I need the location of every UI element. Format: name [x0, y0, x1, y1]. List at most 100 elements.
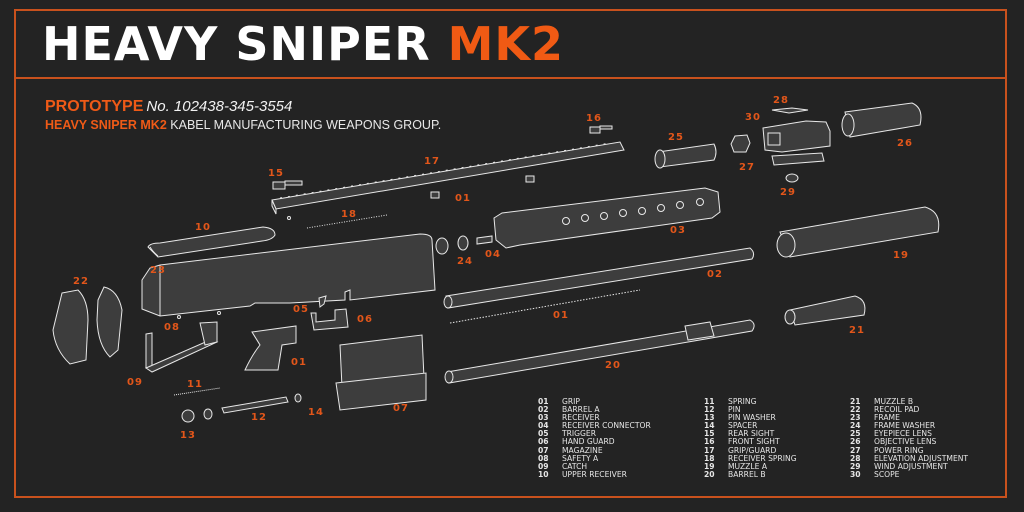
part-recoil-pad	[96, 286, 123, 358]
part-receiver	[493, 187, 721, 249]
part-pin	[221, 396, 289, 414]
part-scope	[762, 120, 831, 153]
outer-border	[14, 9, 1007, 498]
part-front-sight	[589, 125, 613, 134]
part-hand-guard	[310, 308, 349, 331]
header-divider	[14, 77, 1007, 79]
part-receiver-spring	[306, 214, 388, 229]
callout-17: 17	[424, 156, 440, 167]
part-frame-washer	[457, 235, 469, 251]
callout-29: 29	[780, 187, 796, 198]
subtitle-rest: KABEL MANUFACTURING WEAPONS GROUP.	[170, 118, 442, 132]
part-barrel-a	[443, 247, 755, 309]
callout-08: 08	[164, 322, 180, 333]
subtitle-line: HEAVY SNIPER MK2 KABEL MANUFACTURING WEA…	[45, 117, 441, 133]
callout-22: 22	[73, 276, 89, 287]
part-objective-lens	[841, 102, 922, 138]
part-upper-receiver	[147, 226, 276, 258]
part-receiver-connector	[476, 235, 493, 245]
callout-24: 24	[457, 256, 473, 267]
part-spring	[449, 289, 641, 324]
part-dot	[287, 216, 291, 220]
part-rear-sight	[272, 180, 303, 190]
part-trigger	[318, 295, 327, 308]
callout-10: 10	[195, 222, 211, 233]
callout-01-small: 01	[455, 193, 471, 204]
callout-20: 20	[605, 360, 621, 371]
callout-16: 16	[586, 113, 602, 124]
callout-12: 12	[251, 412, 267, 423]
callout-09: 09	[127, 377, 143, 388]
page-title: HEAVY SNIPER MK2	[42, 18, 564, 70]
callout-15: 15	[268, 168, 284, 179]
part-small-block	[430, 191, 440, 199]
callout-04: 04	[485, 249, 501, 260]
callout-25: 25	[668, 132, 684, 143]
subtitle-accent: HEAVY SNIPER MK2	[45, 118, 167, 132]
callout-13: 13	[180, 430, 196, 441]
part-pin-washer	[181, 409, 195, 423]
callout-01-spring: 01	[553, 310, 569, 321]
part-spacer	[294, 393, 302, 403]
part-frame-washer	[435, 237, 449, 255]
callout-18: 18	[341, 209, 357, 220]
title-accent: MK2	[447, 17, 565, 71]
part-grip	[244, 325, 297, 371]
title-main: HEAVY SNIPER	[42, 17, 431, 71]
part-catch	[144, 321, 219, 373]
part-power-ring	[730, 134, 751, 153]
part-spring-11	[173, 387, 221, 396]
callout-30: 30	[745, 112, 761, 123]
part-safety-dot	[177, 315, 181, 319]
part-small-block	[525, 175, 535, 183]
part-scope-base	[771, 152, 825, 166]
callout-23: 23	[150, 265, 166, 276]
callout-05: 05	[293, 304, 309, 315]
callout-28: 28	[773, 95, 789, 106]
prototype-number: No. 102438-345-3554	[146, 98, 293, 115]
callout-14: 14	[308, 407, 324, 418]
callout-07: 07	[393, 403, 409, 414]
part-frame	[141, 233, 436, 317]
part-wind-adjustment	[785, 173, 799, 183]
callout-11: 11	[187, 379, 203, 390]
callout-02: 02	[707, 269, 723, 280]
callout-27: 27	[739, 162, 755, 173]
part-elevation-adjustment	[771, 107, 809, 114]
part-grip-guard	[271, 141, 625, 215]
